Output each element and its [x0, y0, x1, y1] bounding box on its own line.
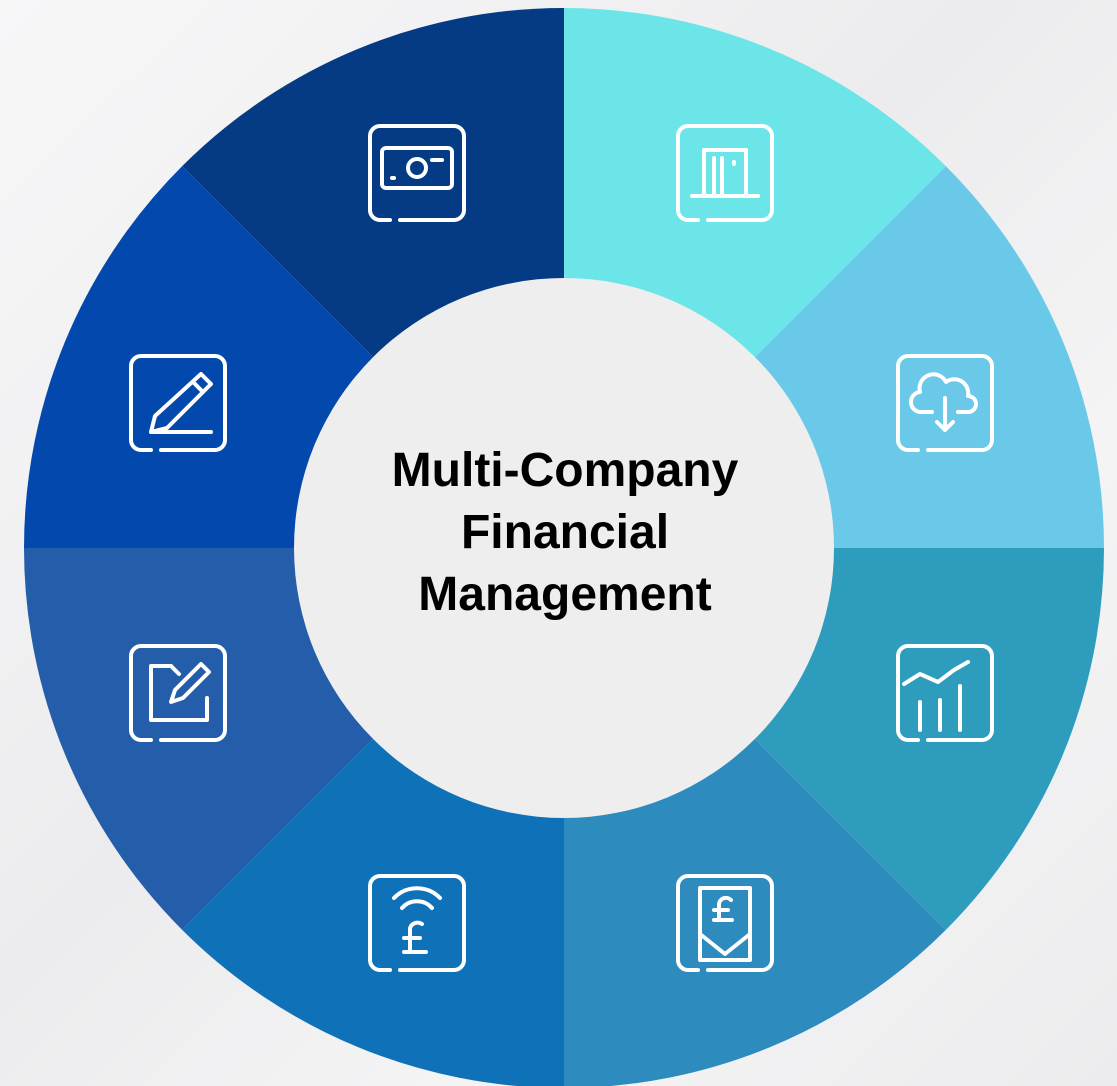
- center-title-line-3: Management: [418, 568, 712, 621]
- door-icon: [676, 124, 774, 222]
- banknote-icon: [368, 124, 466, 222]
- cloud-download-icon: [896, 354, 994, 452]
- document-edit-icon: [129, 644, 227, 742]
- center-circle: [294, 278, 834, 818]
- segment-icons: [129, 124, 994, 972]
- center-title-line-2: Financial: [460, 506, 670, 559]
- pound-contactless-icon: [368, 874, 466, 972]
- center-title: Multi-Company Financial Management: [330, 440, 800, 626]
- center-title-line-1: Multi-Company: [391, 444, 739, 497]
- pound-mail-icon: [676, 874, 774, 972]
- pencil-edit-icon: [129, 354, 227, 452]
- chart-trend-icon: [896, 644, 994, 742]
